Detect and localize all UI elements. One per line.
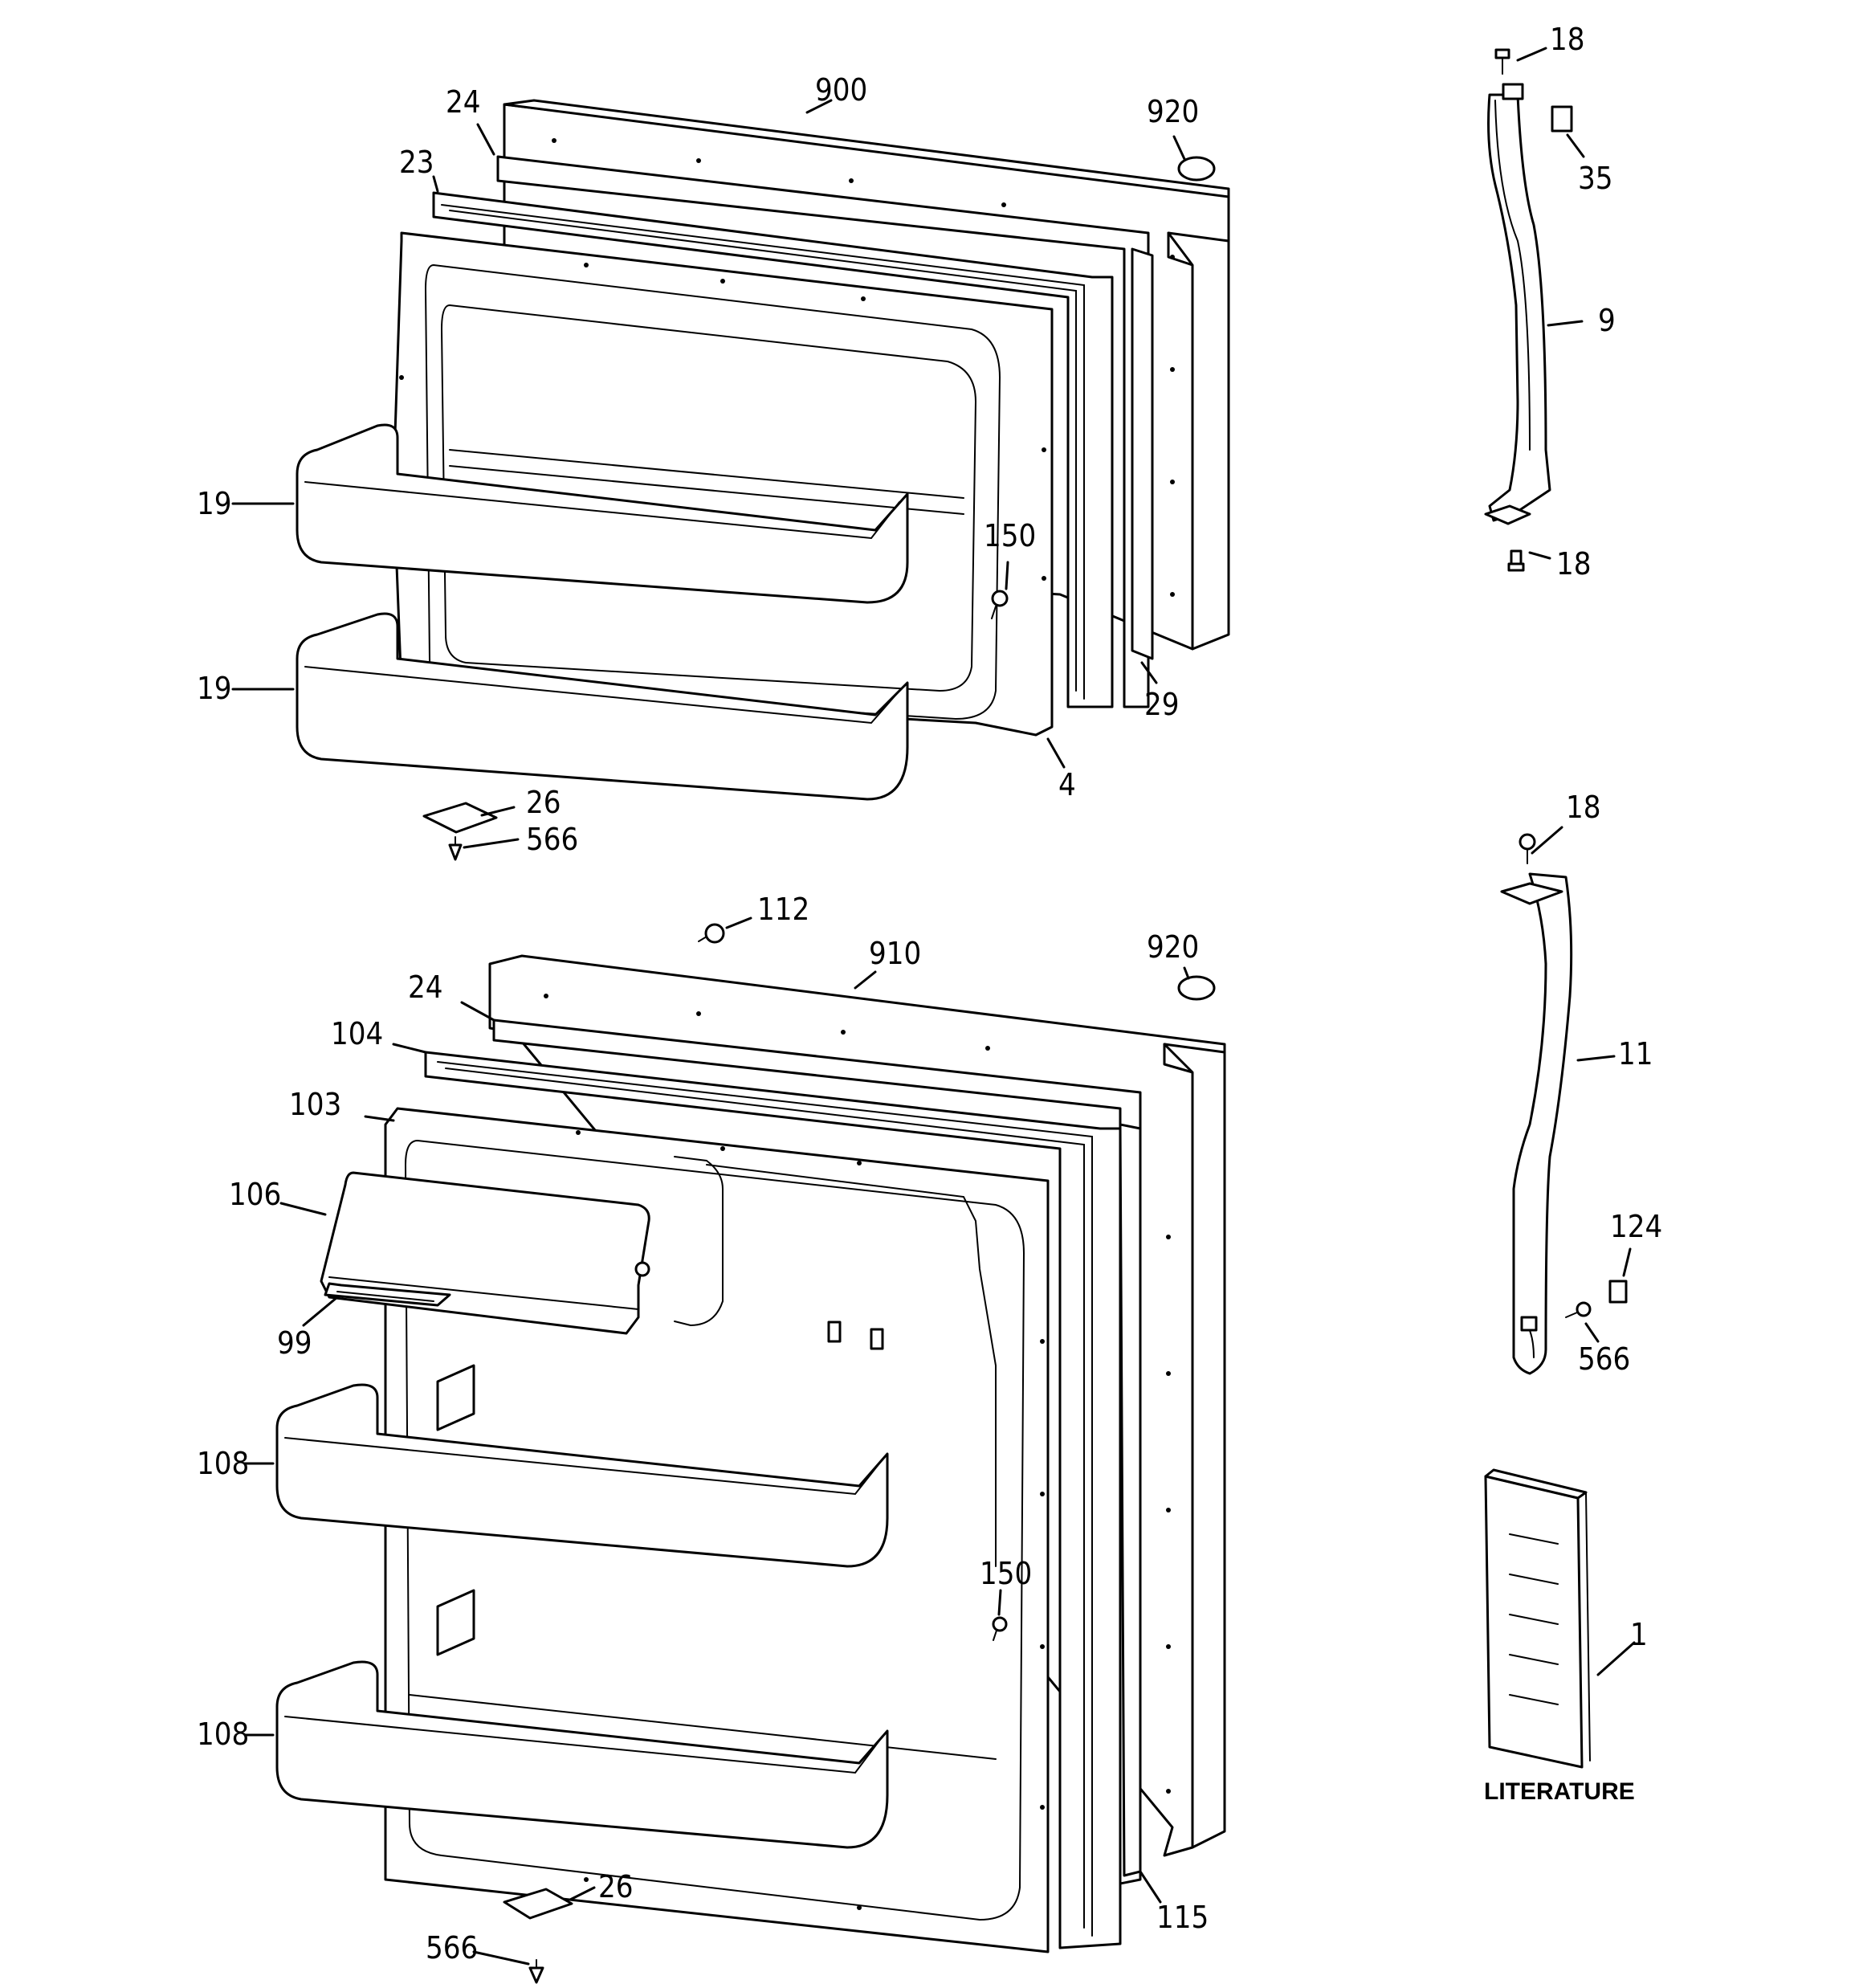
door-bin-108-lower bbox=[275, 1660, 889, 1849]
callout-920-upper: 920 bbox=[1147, 94, 1199, 129]
screw-150-upper bbox=[991, 590, 1009, 619]
screw-566-lower bbox=[528, 1959, 544, 1984]
breaker-104 bbox=[424, 1051, 1122, 1949]
callout-124: 124 bbox=[1610, 1209, 1662, 1244]
callout-35: 35 bbox=[1578, 161, 1613, 196]
callout-1: 1 bbox=[1630, 1617, 1648, 1652]
strip-115 bbox=[1119, 1123, 1142, 1877]
screw-566-upper bbox=[448, 836, 463, 861]
cap-124 bbox=[1608, 1280, 1628, 1304]
leader-lines bbox=[231, 47, 1636, 1966]
plug-920-lower bbox=[1177, 975, 1216, 1001]
gasket-23 bbox=[432, 191, 1114, 708]
callout-11: 11 bbox=[1618, 1036, 1653, 1072]
callout-106: 106 bbox=[229, 1177, 281, 1212]
door-bin-108-upper bbox=[275, 1383, 889, 1568]
strip-29 bbox=[1131, 247, 1154, 660]
callout-108-upper: 108 bbox=[197, 1446, 249, 1481]
callout-19-upper: 19 bbox=[197, 486, 232, 521]
callout-566-upper: 566 bbox=[526, 822, 578, 857]
callout-24-lower: 24 bbox=[408, 970, 443, 1005]
callout-18-top: 18 bbox=[1550, 22, 1585, 57]
handle-11 bbox=[1500, 872, 1573, 1375]
screw-18-upper-handle bbox=[1519, 833, 1536, 864]
fresh-food-door-assembly bbox=[275, 923, 1226, 1984]
door-shelf-19-lower bbox=[296, 612, 909, 801]
callout-26-lower: 26 bbox=[598, 1869, 634, 1904]
callout-9: 9 bbox=[1598, 303, 1616, 338]
callout-920-lower: 920 bbox=[1147, 929, 1199, 965]
callout-150-lower: 150 bbox=[980, 1556, 1032, 1591]
callout-99: 99 bbox=[277, 1325, 312, 1361]
screw-150-lower bbox=[992, 1616, 1008, 1641]
dairy-hinge-99 bbox=[324, 1282, 451, 1307]
callout-23: 23 bbox=[399, 145, 434, 180]
callout-115: 115 bbox=[1156, 1900, 1209, 1935]
callout-4: 4 bbox=[1058, 767, 1076, 802]
callout-150-upper: 150 bbox=[984, 518, 1036, 553]
callout-900: 900 bbox=[815, 72, 867, 108]
callout-566-lower: 566 bbox=[426, 1930, 478, 1966]
plug-920 bbox=[1177, 156, 1216, 182]
freezer-door-assembly bbox=[296, 99, 1230, 861]
callout-566-handle: 566 bbox=[1578, 1341, 1630, 1377]
callout-103: 103 bbox=[289, 1087, 341, 1122]
handle-9 bbox=[1484, 83, 1551, 525]
door-liner-4 bbox=[392, 231, 1054, 737]
gasket-24 bbox=[496, 155, 1150, 708]
screw-18-top bbox=[1494, 48, 1510, 75]
cap-35 bbox=[1551, 105, 1573, 133]
callout-18-mid: 18 bbox=[1556, 546, 1592, 582]
screw-566-handle bbox=[1565, 1301, 1592, 1318]
screw-112 bbox=[698, 923, 725, 944]
hinge-26-lower bbox=[503, 1888, 573, 1920]
callout-910: 910 bbox=[869, 936, 921, 971]
door-shelf-19-upper bbox=[296, 423, 909, 604]
callout-24-upper: 24 bbox=[446, 84, 481, 120]
callout-29: 29 bbox=[1144, 687, 1180, 722]
screw-18-mid bbox=[1507, 549, 1525, 572]
callout-labels: 18 35 9 18 900 920 24 23 19 19 150 29 4 … bbox=[197, 22, 1662, 1966]
callout-18-lower: 18 bbox=[1566, 790, 1601, 825]
callout-19-lower: 19 bbox=[197, 671, 232, 706]
hinge-26-upper bbox=[422, 802, 498, 834]
callout-26-upper: 26 bbox=[526, 785, 561, 820]
callout-112: 112 bbox=[757, 892, 809, 927]
callout-108-lower: 108 bbox=[197, 1717, 249, 1752]
literature-label: LITERATURE bbox=[1484, 1778, 1635, 1805]
literature-booklet bbox=[1484, 1468, 1591, 1769]
callout-104: 104 bbox=[331, 1016, 383, 1051]
